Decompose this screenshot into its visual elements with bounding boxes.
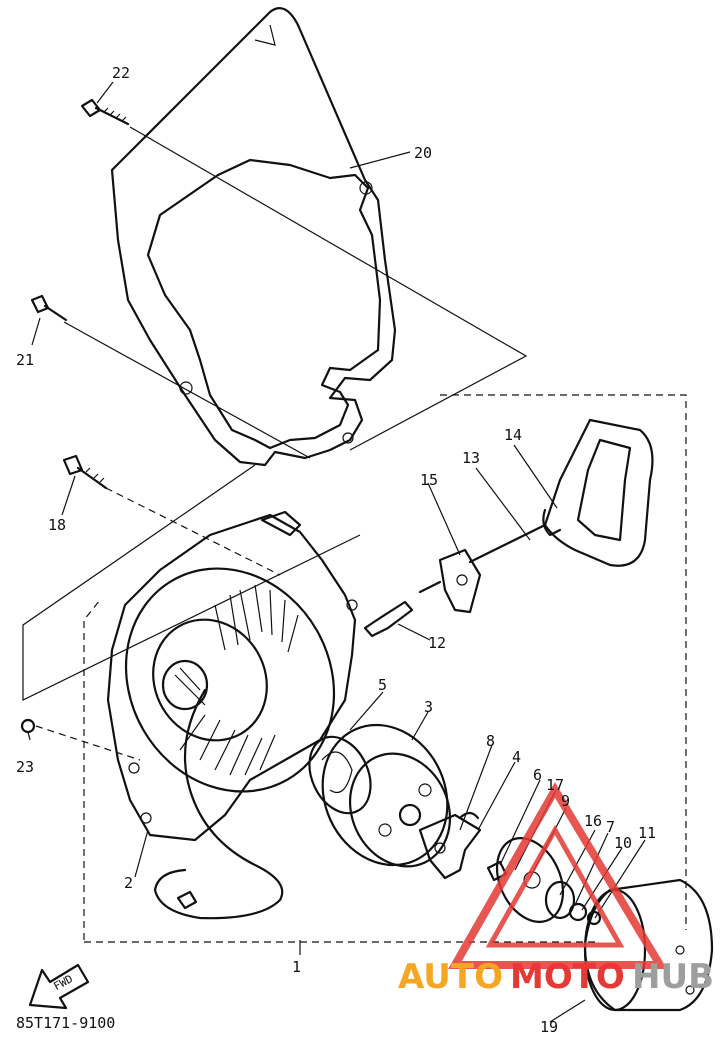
callout-leaders: [27, 81, 646, 1023]
grommet: [363, 600, 414, 638]
callout-7: 7: [606, 818, 615, 836]
callout-10: 10: [614, 834, 632, 852]
rope-guide: [418, 548, 482, 614]
callout-12: 12: [428, 634, 446, 652]
callout-16: 16: [584, 812, 602, 830]
callout-20: 20: [414, 144, 432, 162]
callout-17: 17: [546, 776, 564, 794]
catalog-code: 85T171-9100: [16, 1014, 115, 1032]
kill-switch-cable: [153, 688, 284, 920]
fwd-arrow: FWD: [28, 963, 90, 1010]
callout-19: 19: [540, 1018, 558, 1036]
starter-rope: [468, 523, 547, 564]
bolt-22: [80, 98, 130, 126]
bolt-21: [30, 294, 68, 322]
callout-14: 14: [504, 426, 522, 444]
callout-6: 6: [533, 766, 542, 784]
callout-21: 21: [16, 351, 34, 369]
starter-handle: [542, 418, 654, 567]
pawl: [418, 811, 482, 880]
callout-13: 13: [462, 449, 480, 467]
callout-15: 15: [420, 471, 438, 489]
callout-labels: 85T171-9100 1 2 3 4 5 6 7 8 9 10 11 12 1…: [16, 64, 656, 1036]
bolt-18: [62, 454, 108, 490]
watermark-logo: [448, 782, 668, 969]
callout-4: 4: [512, 748, 521, 766]
callout-11: 11: [638, 824, 656, 842]
callout-2: 2: [124, 874, 133, 892]
nut-23: [20, 718, 36, 734]
callout-5: 5: [378, 676, 387, 694]
watermark-word-moto: MOTO: [510, 957, 625, 997]
cover-plate: [110, 7, 397, 467]
watermark-text: AUTO MOTO HUB: [398, 957, 714, 997]
callout-9: 9: [561, 792, 570, 810]
callout-1: 1: [292, 958, 301, 976]
callout-8: 8: [486, 732, 495, 750]
starter-housing: [106, 510, 358, 842]
callout-22: 22: [112, 64, 130, 82]
rope-reel: [308, 723, 452, 868]
callout-3: 3: [424, 698, 433, 716]
callout-18: 18: [48, 516, 66, 534]
assembly-guides: [22, 126, 687, 955]
watermark-word-auto: AUTO: [398, 957, 503, 997]
fwd-label: FWD: [51, 972, 75, 993]
watermark-word-hub: HUB: [632, 957, 714, 997]
callout-23: 23: [16, 758, 34, 776]
